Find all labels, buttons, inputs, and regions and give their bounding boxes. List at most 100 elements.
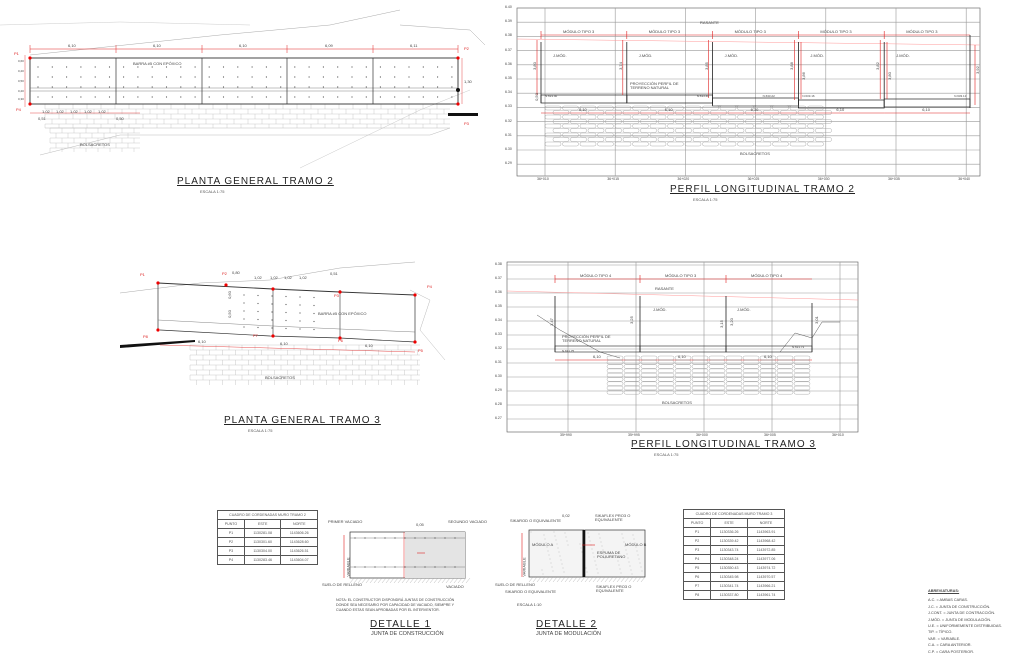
length-label: 6,10 [836, 107, 845, 112]
rebar-dot [271, 311, 273, 313]
survey-point [456, 102, 460, 106]
rebar-dot [80, 66, 82, 68]
rebar-dot [37, 76, 39, 78]
bolsacreto-bag [754, 123, 772, 129]
survey-point [413, 340, 417, 344]
bolsacreto-bag [640, 119, 657, 124]
concrete-speckle [632, 534, 634, 536]
rebar-dot [364, 566, 366, 568]
rebar-dot [313, 304, 315, 307]
bolsacreto-bag [719, 123, 737, 129]
rebar-dot [123, 66, 125, 68]
rebar-dot [51, 96, 53, 98]
rebar-dot [123, 86, 125, 88]
bolsacreto-bag [605, 110, 622, 115]
rebar-dot [294, 96, 296, 98]
table-cell: 1130348.24 [710, 554, 749, 564]
abbreviations-legend: ABREVIATURAS: A.C. = AMBAS CARAS.J.C. = … [928, 588, 1002, 655]
rebar-dot [451, 66, 453, 68]
level-label: N.633.40 [545, 94, 558, 98]
soil-hatch [568, 576, 574, 583]
y-tick-label: 6.34 [495, 318, 502, 322]
bolsacreto-bag [745, 137, 762, 142]
rebar-dot [194, 66, 196, 68]
concrete-speckle [603, 553, 605, 555]
bolsacreto-bag [807, 123, 824, 129]
concrete-speckle [591, 548, 593, 550]
bolsacreto-bag [776, 364, 794, 369]
bolsacreto-bag [657, 128, 675, 133]
bolsacreto-bag [789, 123, 807, 129]
rebar-dot [208, 96, 210, 98]
rebar-dot [123, 76, 125, 78]
concrete-speckle [567, 544, 569, 546]
rebar-dot [94, 96, 96, 98]
rebar-dot [308, 66, 310, 68]
bolsacreto-bag [597, 123, 614, 129]
bolsacreto-bag [691, 377, 709, 382]
rebar-dot [243, 318, 245, 320]
bolsacreto-bag [789, 114, 807, 120]
point-label: P4 [427, 284, 432, 289]
bolsacreto-bag [772, 114, 789, 120]
soil-hatch [596, 576, 602, 583]
concrete-speckle [628, 561, 630, 563]
bolsacreto-bag [623, 381, 641, 386]
y-tick-label: 6.35 [495, 304, 502, 308]
concrete-speckle [585, 567, 587, 569]
bolsacreto-bag [807, 141, 824, 147]
bolsacreto-bag [657, 377, 675, 382]
table-cell: P3 [682, 545, 712, 555]
rebar-dot [271, 303, 273, 305]
legend-item: VAR. = VARIABLE. [928, 636, 961, 641]
bolsacreto-bag [691, 368, 709, 373]
bolsacreto-bag [623, 364, 641, 369]
height-label: 3,15 [718, 320, 724, 328]
bolsacreto-bag [675, 128, 692, 133]
soil-hatch [405, 577, 411, 584]
table-cell: P4 [217, 555, 245, 565]
bolsacreto-bag [754, 141, 772, 147]
soil-hatch [429, 577, 435, 584]
wall-inner-line [157, 319, 416, 333]
concrete-speckle [565, 536, 567, 538]
bolsacreto-bag [649, 114, 667, 120]
fill-label: SUELO DE RELLENO [495, 582, 536, 587]
bolsacreto-bag [708, 390, 726, 395]
bolsacreto-bag [807, 114, 824, 120]
soil-hatch [449, 577, 455, 584]
bolsacreto-bag [759, 355, 777, 360]
dimension-label: 6,10 [365, 343, 373, 348]
rebar-dot [294, 86, 296, 88]
concrete-speckle [595, 564, 597, 566]
bolsacreto-bag [759, 381, 777, 386]
rebar-dot [51, 76, 53, 78]
station-label: 36+010 [537, 177, 549, 181]
rebar-dot [313, 312, 315, 315]
table-cell: 1130339.42 [710, 536, 749, 546]
legend-item: TIP. = TÍPICO. [928, 630, 953, 635]
rebar-dot [137, 86, 139, 88]
dimension-label: 0,50 [116, 116, 124, 121]
bolsacreto-bag [667, 141, 684, 147]
bolsacreto-bag [657, 110, 675, 115]
rebar-dot [313, 296, 315, 299]
soil-hatch [349, 577, 355, 584]
y-tick-label: 6.27 [495, 416, 502, 420]
rebar-dot [424, 566, 426, 568]
rebar-dot [180, 66, 182, 68]
concrete-speckle [549, 558, 551, 560]
soil-hatch [600, 576, 606, 583]
table-cell: 1143961.74 [747, 590, 785, 600]
rebar-dot [379, 96, 381, 98]
bolsacreto-bag [544, 105, 562, 111]
module-label: MÓDULO TIPO 3 [734, 29, 766, 34]
bolsacreto-bag [789, 105, 807, 111]
table-cell: 1143963.91 [747, 527, 785, 537]
bolsacreto-bag [640, 137, 657, 142]
terrain-label: PROYECCIÓN PERFIL DE TERRENO NATURAL [630, 81, 679, 90]
first-pour-label: PRIMER VACIADO [328, 519, 363, 524]
height-label: 3,82 [875, 62, 881, 70]
survey-point [156, 328, 160, 332]
bolsacreto-bag [702, 123, 719, 129]
